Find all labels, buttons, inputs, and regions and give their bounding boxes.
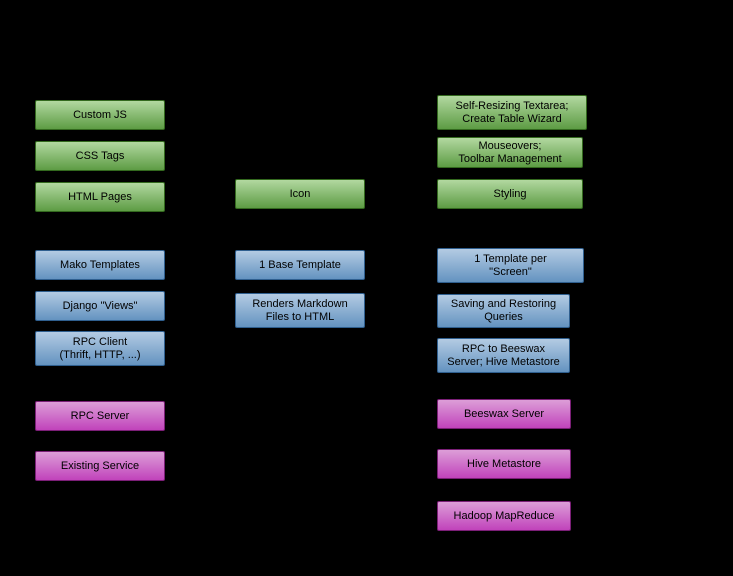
box-self-resizing-textarea: Self-Resizing Textarea; Create Table Wiz… bbox=[437, 95, 587, 130]
box-icon: Icon bbox=[235, 179, 365, 209]
box-beeswax-server: Beeswax Server bbox=[437, 399, 571, 429]
box-existing-service: Existing Service bbox=[35, 451, 165, 481]
box-renders-markdown: Renders Markdown Files to HTML bbox=[235, 293, 365, 328]
box-html-pages: HTML Pages bbox=[35, 182, 165, 212]
box-saving-restoring-queries: Saving and Restoring Queries bbox=[437, 294, 570, 328]
box-rpc-to-beeswax: RPC to Beeswax Server; Hive Metastore bbox=[437, 338, 570, 373]
box-mako-templates: Mako Templates bbox=[35, 250, 165, 280]
box-hadoop-mapreduce: Hadoop MapReduce bbox=[437, 501, 571, 531]
box-css-tags: CSS Tags bbox=[35, 141, 165, 171]
box-styling: Styling bbox=[437, 179, 583, 209]
box-base-template: 1 Base Template bbox=[235, 250, 365, 280]
box-rpc-client: RPC Client (Thrift, HTTP, ...) bbox=[35, 331, 165, 366]
box-django-views: Django "Views" bbox=[35, 291, 165, 321]
box-mouseovers: Mouseovers; Toolbar Management bbox=[437, 137, 583, 168]
box-template-per-screen: 1 Template per "Screen" bbox=[437, 248, 584, 283]
box-hive-metastore: Hive Metastore bbox=[437, 449, 571, 479]
box-rpc-server: RPC Server bbox=[35, 401, 165, 431]
box-custom-js: Custom JS bbox=[35, 100, 165, 130]
